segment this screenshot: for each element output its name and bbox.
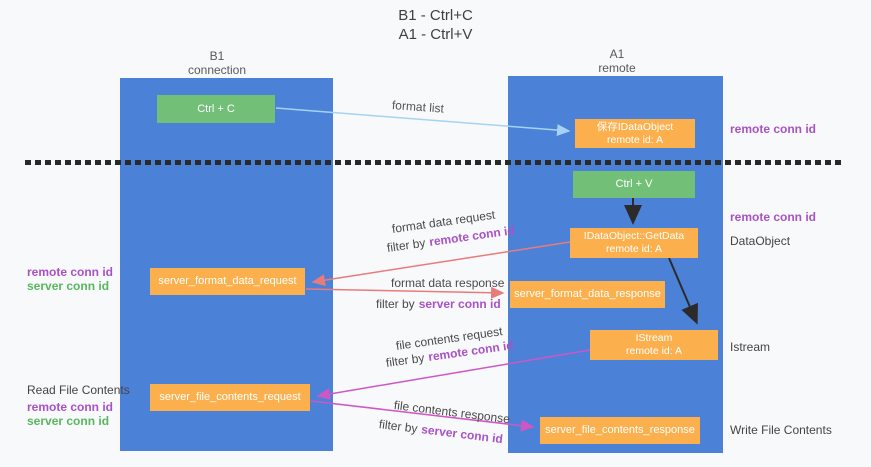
annotation-remote-conn-id-left-2: remote conn id — [27, 400, 114, 414]
title-line-2: A1 - Ctrl+V — [398, 26, 473, 43]
edge-label-format-data-response-text: format data response — [391, 276, 505, 290]
node-server-format-data-request: server_format_data_request — [150, 268, 305, 295]
node-save-idataobject-line2: remote id: A — [606, 133, 664, 146]
node-server-file-contents-response-label: server_file_contents_response — [545, 424, 695, 436]
annotation-istream: Istream — [730, 340, 771, 354]
filter-by-text: filter by — [385, 350, 426, 370]
annotation-write-file-contents: Write File Contents — [730, 423, 832, 437]
node-save-idataobject: 保存IDataObject remote id: A — [575, 119, 695, 148]
node-ctrl-c-label: Ctrl + C — [197, 102, 235, 115]
node-server-file-contents-response: server_file_contents_response — [540, 417, 700, 444]
filter-by-text: filter by — [376, 297, 415, 311]
node-server-format-data-response: server_format_data_response — [510, 281, 665, 308]
annotation-remote-conn-id-mid: remote conn id — [730, 210, 817, 224]
node-ctrl-v-label: Ctrl + V — [615, 178, 653, 190]
node-idataobject-getdata-line1: IDataObject::GetData — [583, 230, 685, 242]
node-idataobject-getdata: IDataObject::GetData remote id: A — [570, 228, 698, 258]
annotation-server-conn-id-left-1: server conn id — [27, 279, 110, 293]
node-server-format-data-response-label: server_format_data_response — [514, 288, 661, 300]
filter-by-text: filter by — [378, 417, 419, 436]
title-line-1: B1 - Ctrl+C — [398, 7, 473, 24]
node-save-idataobject-line1: 保存IDataObject — [596, 120, 674, 133]
server-conn-id-text: server conn id — [420, 422, 504, 447]
node-idataobject-getdata-line2: remote id: A — [605, 243, 663, 255]
annotation-dataobject: DataObject — [730, 234, 791, 248]
edge-label-format-data-response: format data response — [391, 276, 504, 290]
node-server-file-contents-request-label: server_file_contents_request — [159, 391, 301, 403]
node-istream-line1: IStream — [635, 332, 673, 344]
right-column-header: A1 remote — [547, 47, 687, 75]
node-server-file-contents-request: server_file_contents_request — [150, 384, 310, 411]
filter-by-text: filter by — [386, 235, 427, 255]
annotation-server-conn-id-left-2: server conn id — [27, 414, 110, 428]
edge-label-format-list-text: format list — [391, 98, 445, 116]
diagram-title: B1 - Ctrl+C A1 - Ctrl+V — [0, 6, 871, 44]
edge-label-format-list: format list — [392, 98, 445, 116]
right-column-subtitle: remote — [598, 61, 636, 75]
node-ctrl-c: Ctrl + C — [157, 95, 275, 123]
node-istream: IStream remote id: A — [590, 330, 718, 360]
node-server-format-data-request-label: server_format_data_request — [158, 275, 297, 287]
left-column-subtitle: connection — [187, 63, 247, 77]
left-column-header: B1 connection — [147, 49, 287, 77]
annotation-remote-conn-id-left-1: remote conn id — [27, 265, 114, 279]
annotation-read-file-contents: Read File Contents — [27, 383, 130, 397]
node-ctrl-v: Ctrl + V — [573, 171, 695, 198]
annotation-remote-conn-id-top: remote conn id — [730, 122, 817, 136]
server-conn-id-text: server conn id — [418, 297, 501, 311]
node-istream-line2: remote id: A — [625, 345, 683, 357]
phase-separator-dashed-line — [25, 160, 845, 165]
left-column-title: B1 — [209, 49, 225, 63]
right-column-title: A1 — [609, 47, 625, 61]
edge-label-filter-server-1: filter by server conn id — [376, 297, 501, 311]
